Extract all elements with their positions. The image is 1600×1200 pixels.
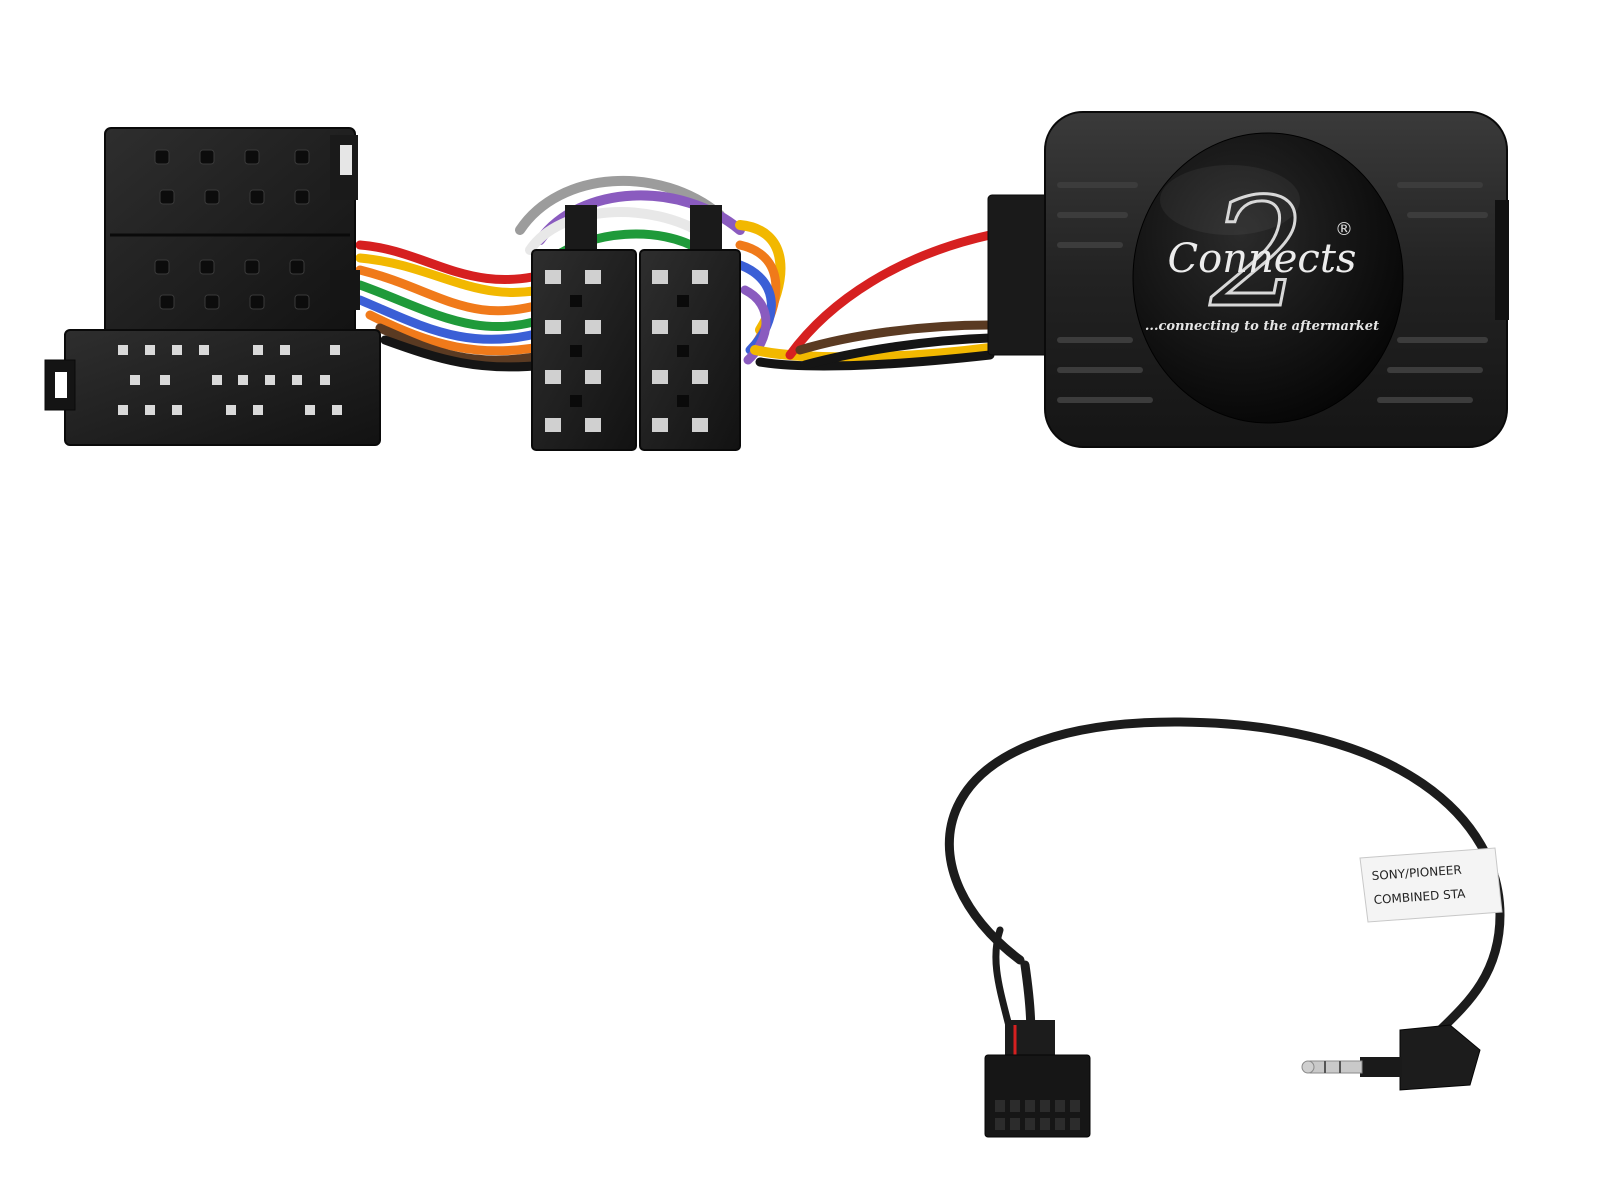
patch-lead-label-line2: COMBINED STA — [1373, 887, 1466, 907]
logo-tagline: ...connecting to the aftermarket — [1145, 319, 1379, 334]
jack-plug-3-5mm — [1301, 1024, 1481, 1091]
wire-bundle-right — [735, 220, 995, 371]
patch-lead-tag: SONY/PIONEER COMBINED STA — [1359, 847, 1503, 923]
iso-connector-right — [639, 205, 741, 451]
logo-brand-word: Connects — [1168, 236, 1357, 282]
logo-registered-mark: ® — [1335, 219, 1353, 240]
patch-lead-label-line1: SONY/PIONEER — [1371, 863, 1462, 883]
logo-digit: 2 — [1209, 167, 1305, 341]
iso-connector-left — [531, 205, 637, 451]
molex-plug — [984, 1020, 1091, 1138]
vehicle-connector-large — [44, 127, 381, 446]
interface-module: 2 Connects ® ...connecting to the afterm… — [987, 111, 1509, 448]
